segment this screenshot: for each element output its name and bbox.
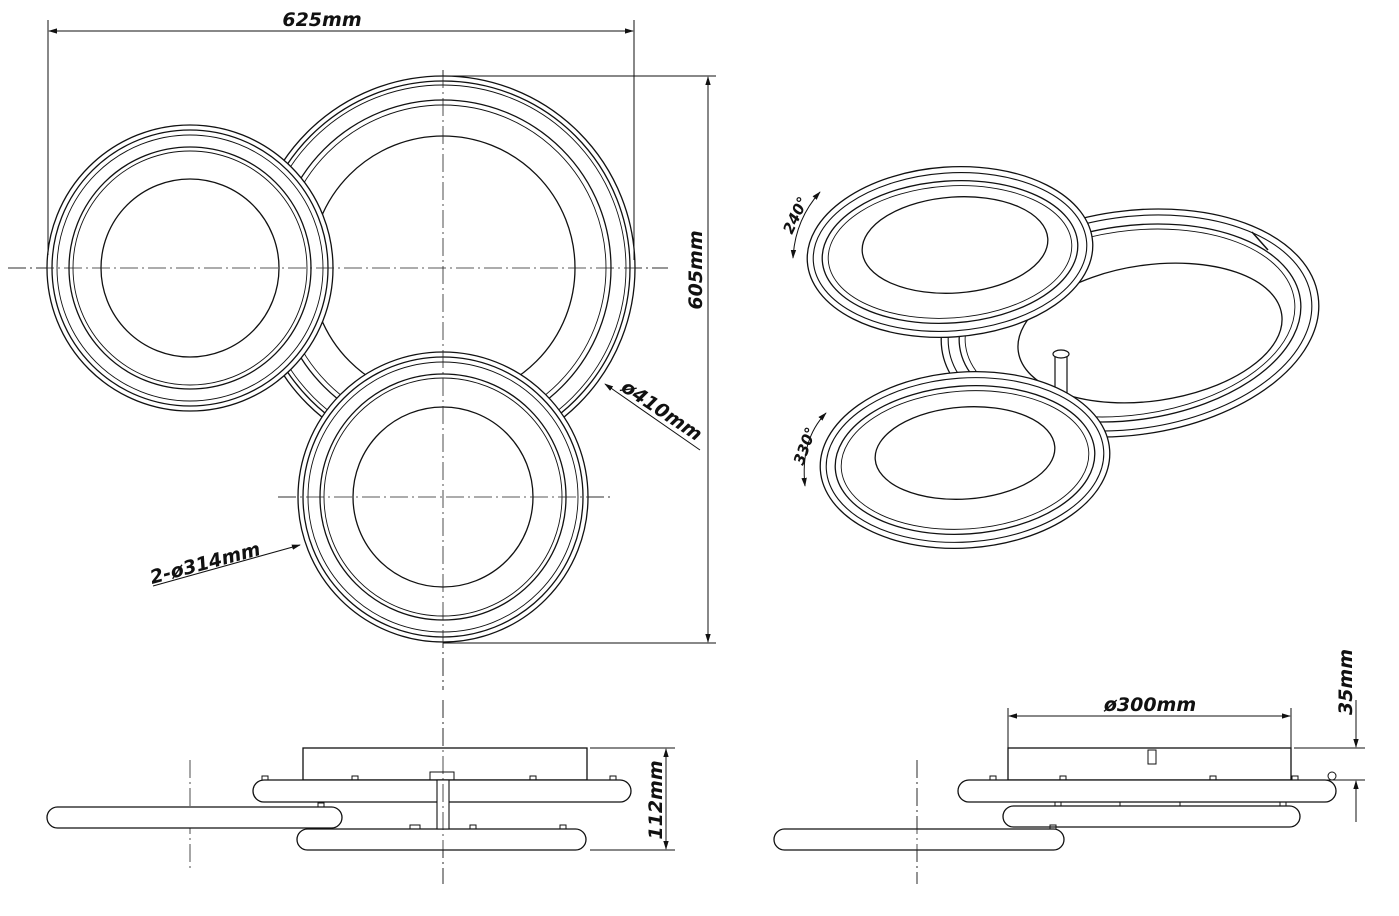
- upper-ring-perspective: [806, 165, 1094, 339]
- width-dimension: 625mm: [47, 9, 635, 260]
- height-dimension: 605mm: [443, 75, 716, 644]
- lower-angle-label: 330°: [790, 425, 820, 468]
- base-diameter-dimension: ø300mm: [1007, 694, 1292, 748]
- front-side-view: 112mm: [46, 700, 675, 884]
- large-diameter-leader: ø410mm: [604, 375, 706, 451]
- base-height-label: 35mm: [1335, 649, 1357, 715]
- base-height-dimension: 35mm: [1294, 649, 1365, 822]
- perspective-view: 240° 330°: [779, 165, 1320, 550]
- right-side-view: ø300mm 35mm: [773, 649, 1365, 884]
- side-height-label: 112mm: [645, 760, 667, 839]
- height-label: 605mm: [685, 230, 707, 309]
- width-label: 625mm: [282, 9, 361, 31]
- base-diameter-label: ø300mm: [1103, 694, 1196, 716]
- large-diameter-label: ø410mm: [616, 375, 706, 445]
- side-height-dimension: 112mm: [590, 747, 675, 851]
- small-diameter-leader: 2-ø314mm: [148, 538, 301, 589]
- top-view: 625mm 605mm ø410mm 2-ø314mm: [8, 9, 716, 690]
- small-diameter-label: 2-ø314mm: [148, 538, 263, 589]
- upper-angle-label: 240°: [779, 194, 812, 237]
